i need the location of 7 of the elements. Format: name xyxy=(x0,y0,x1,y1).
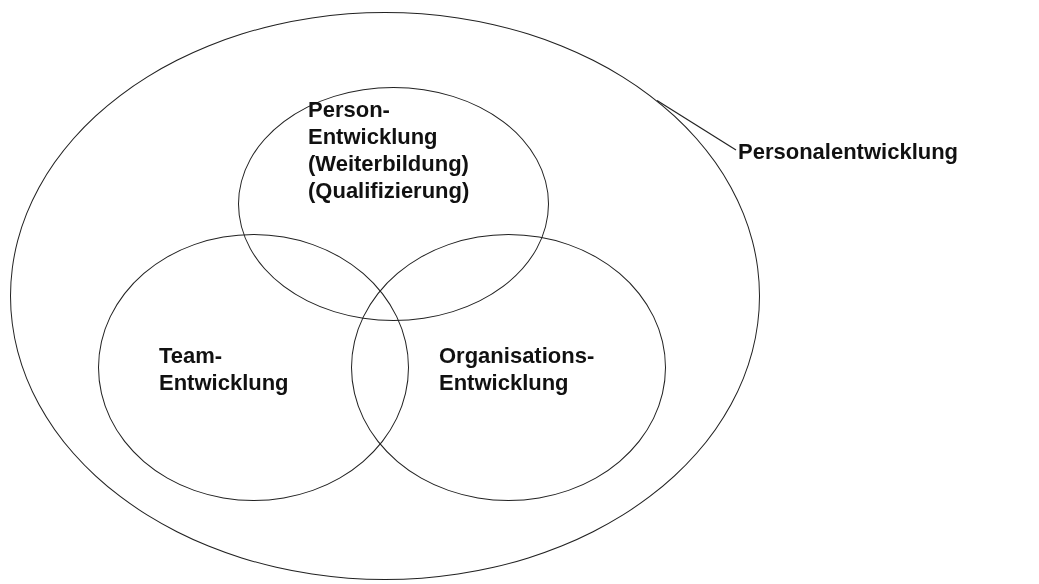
circle-label: Organisations- Entwicklung xyxy=(439,342,596,396)
leader-line xyxy=(656,99,737,151)
circle-label: Person- Entwicklung (Weiterbildung) (Qualifizierung) xyxy=(308,96,471,204)
heading-label: Personalentwicklung xyxy=(738,138,959,165)
venn-circle xyxy=(98,234,409,501)
circle-label: Team- Entwicklung xyxy=(159,342,290,396)
venn-circle xyxy=(351,234,666,501)
